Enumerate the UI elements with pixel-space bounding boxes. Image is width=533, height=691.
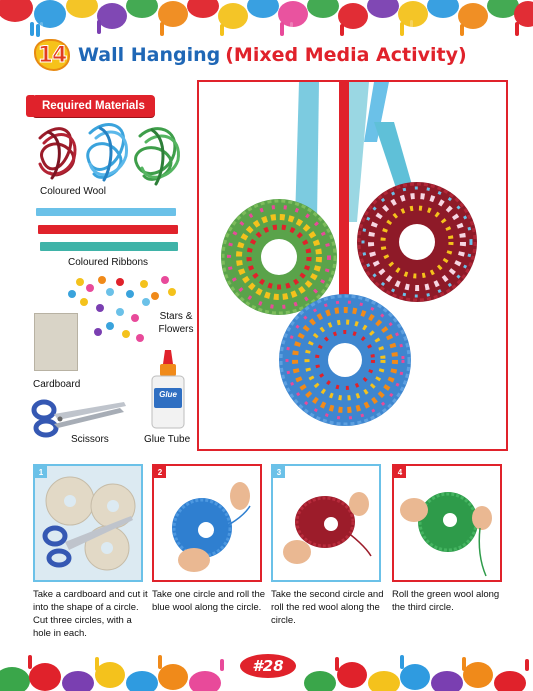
page-subtitle: (Mixed Media Activity): [225, 44, 467, 66]
step-2-number: 2: [154, 466, 166, 478]
stars-flowers-image: [68, 276, 176, 342]
scissors-image: [31, 399, 126, 438]
page-number-value: 28: [262, 657, 284, 675]
activity-number-badge: 14: [34, 39, 70, 71]
activity-number: 14: [37, 42, 68, 68]
step-1-number: 1: [35, 466, 47, 478]
handprints-top-art: [0, 0, 533, 37]
step-4-text: Roll the green wool along the third circ…: [392, 589, 500, 613]
step-3-panel: 3: [271, 464, 381, 582]
material-label-cardboard: Cardboard: [33, 379, 81, 390]
material-label-scissors: Scissors: [71, 434, 109, 445]
step-2-text: Take one circle and roll the blue wool a…: [152, 589, 266, 613]
required-materials-heading: Required Materials: [26, 95, 155, 117]
bottom-handprint-border: [0, 651, 533, 691]
step-2-illustration: [154, 466, 260, 580]
coloured-ribbons-image: [36, 208, 178, 251]
step-4-illustration: [394, 466, 500, 580]
step-1-text: Take a cardboard and cut it into the sha…: [33, 589, 148, 639]
material-label-stars-flowers: Stars & Flowers: [158, 311, 194, 335]
handprints-bottom-art: [0, 655, 529, 691]
wall-hanging-photo: [197, 80, 508, 451]
wall-hanging-art: [221, 82, 477, 426]
step-3-illustration: [273, 466, 379, 580]
step-4-panel: 4: [392, 464, 502, 582]
page-number: #28: [240, 654, 296, 678]
material-label-ribbons: Coloured Ribbons: [68, 257, 149, 268]
material-label-glue: Glue Tube: [144, 434, 191, 445]
step-1-panel: 1: [33, 464, 143, 582]
activity-title-row: 14 Wall Hanging (Mixed Media Activity): [34, 38, 467, 72]
step-1-illustration: [35, 466, 141, 580]
step-3-text: Take the second circle and roll the red …: [271, 589, 384, 626]
cardboard-image: [34, 313, 78, 371]
coloured-wool-image: [38, 123, 180, 186]
top-handprint-border: [0, 0, 533, 38]
step-2-panel: 2: [152, 464, 262, 582]
glue-bottle-label: Glue: [159, 390, 177, 399]
step-4-number: 4: [394, 466, 406, 478]
step-3-number: 3: [273, 466, 285, 478]
material-label-wool: Coloured Wool: [40, 186, 106, 197]
glue-tube-image: [151, 350, 185, 429]
page-title: Wall Hanging: [78, 44, 221, 66]
